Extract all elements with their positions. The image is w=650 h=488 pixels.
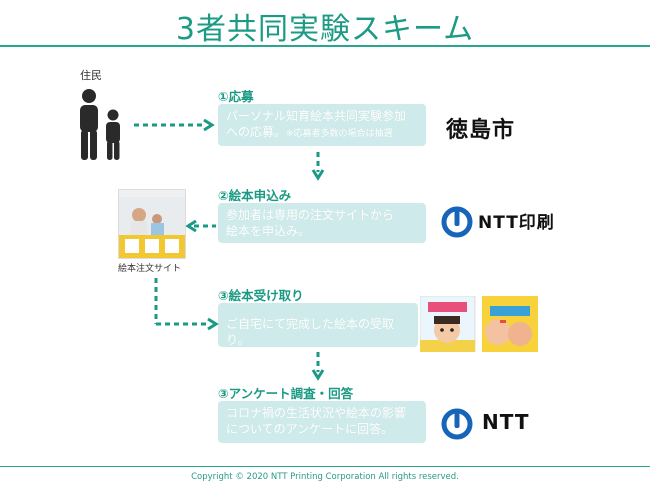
step-2-box: 参加者は専用の注文サイトから 絵本を申込み。	[218, 203, 426, 243]
title-rule	[0, 45, 650, 47]
step-3-text-1: ご自宅にて完成した絵本の受取り。	[226, 317, 395, 347]
step-1-label: ①応募	[218, 89, 254, 104]
resident-label: 住民	[80, 69, 102, 82]
step-1-line-2: への応募。※応募者多数の場合は抽選	[226, 124, 418, 142]
page-title: 3者共同実験スキーム	[175, 12, 475, 47]
ordering-site-label: 絵本注文サイト	[118, 264, 182, 274]
footer-rule	[0, 466, 650, 467]
arrow-step2-to-site	[186, 219, 216, 233]
step-4-text-1: コロナ禍の生活状況や絵本の影響	[226, 406, 407, 420]
step-1-box: パーソナル知育絵本共同実験参加 への応募。※応募者多数の場合は抽選	[218, 104, 426, 146]
step-4-label: ③アンケート調査・回答	[218, 386, 354, 401]
picture-book-covers-icon	[420, 296, 538, 352]
step-4-box: コロナ禍の生活状況や絵本の影響 についてのアンケートに回答。	[218, 401, 426, 443]
step-2-label: ②絵本申込み	[218, 188, 292, 203]
tokushima-city-logo: 徳島市	[446, 118, 516, 143]
ntt-printing-logo: NTT印刷	[478, 213, 555, 233]
step-3-label: ③絵本受け取り	[218, 288, 304, 303]
ordering-site-thumbnail	[118, 189, 186, 259]
site-photo-icon	[119, 197, 185, 258]
step-1-text-2: への応募。	[226, 125, 287, 139]
arrow-step1-to-step2	[311, 152, 325, 181]
step-3-box: ご自宅にて完成した絵本の受取り。	[218, 303, 418, 347]
step-2-text-2: 絵本を申込み。	[226, 224, 311, 238]
step-1-note: ※応募者多数の場合は抽選	[286, 129, 393, 139]
step-4-text-2: についてのアンケートに回答。	[226, 422, 394, 436]
ntt-logo: NTT	[482, 410, 530, 434]
copyright: Copyright © 2020 NTT Printing Corporatio…	[191, 472, 459, 482]
arrow-site-to-step3	[154, 278, 219, 331]
step-1-text-1: パーソナル知育絵本共同実験参加	[226, 109, 407, 123]
ntt-printing-logo-icon	[441, 206, 473, 238]
residents-icon	[80, 89, 120, 160]
arrow-resident-to-step1	[134, 118, 215, 132]
ntt-logo-icon	[441, 408, 473, 440]
step-2-text-1: 参加者は専用の注文サイトから	[226, 208, 395, 222]
arrow-step3-to-step4	[311, 352, 325, 381]
